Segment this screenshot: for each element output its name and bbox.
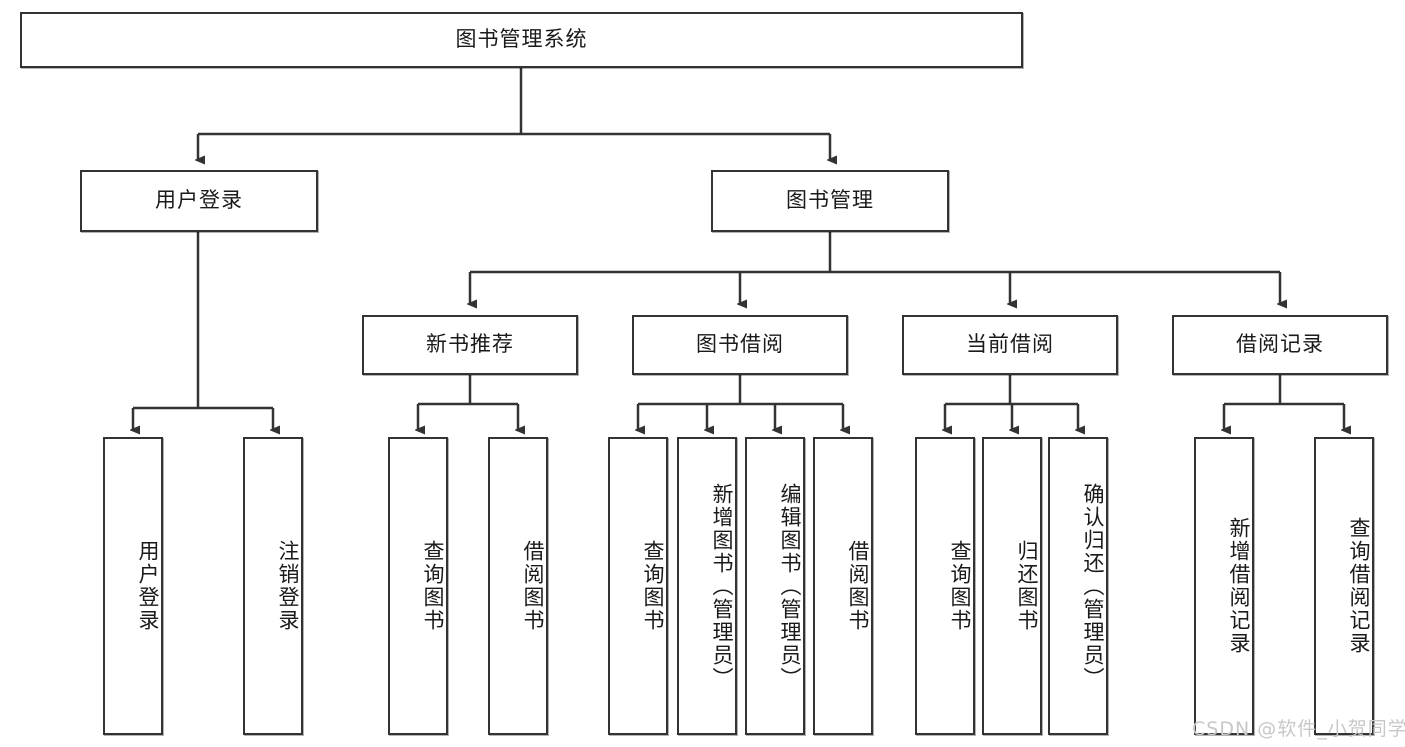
node-label: 借阅记录 [1236, 332, 1324, 357]
node-label: 确认归还（管理员） [1081, 482, 1105, 690]
node-current-borrowing[interactable]: 当前借阅 [902, 315, 1118, 375]
leaf-current-borrow-return-books[interactable]: 归还图书 [982, 437, 1042, 735]
node-label: 当前借阅 [966, 332, 1054, 357]
node-user-login[interactable]: 用户登录 [80, 170, 318, 232]
leaf-borrow-record-add-record[interactable]: 新增借阅记录 [1194, 437, 1254, 735]
node-label: 查询图书 [641, 540, 665, 632]
node-new-book-recommendation[interactable]: 新书推荐 [362, 315, 578, 375]
leaf-current-borrow-confirm-return-admin[interactable]: 确认归还（管理员） [1048, 437, 1108, 735]
node-book-management-system[interactable]: 图书管理系统 [20, 12, 1023, 68]
node-label: 注销登录 [276, 540, 300, 632]
leaf-borrow-record-query-record[interactable]: 查询借阅记录 [1314, 437, 1374, 735]
leaf-new-book-borrow-books[interactable]: 借阅图书 [488, 437, 548, 735]
node-label: 图书管理系统 [455, 27, 588, 52]
node-label: 新增借阅记录 [1227, 517, 1251, 655]
node-borrowing-record[interactable]: 借阅记录 [1172, 315, 1388, 375]
leaf-book-borrow-query-books[interactable]: 查询图书 [608, 437, 668, 735]
node-label: 借阅图书 [521, 540, 545, 632]
node-label: 图书管理 [786, 188, 874, 213]
node-label: 查询借阅记录 [1347, 517, 1371, 655]
leaf-user-login-login[interactable]: 用户登录 [103, 437, 163, 735]
node-label: 编辑图书（管理员） [778, 482, 802, 690]
leaf-current-borrow-query-books[interactable]: 查询图书 [915, 437, 975, 735]
node-label: 新增图书（管理员） [710, 482, 734, 690]
node-label: 借阅图书 [846, 540, 870, 632]
node-book-borrowing[interactable]: 图书借阅 [632, 315, 848, 375]
node-book-management[interactable]: 图书管理 [711, 170, 949, 232]
node-label: 图书借阅 [696, 332, 784, 357]
node-label: 用户登录 [136, 540, 160, 632]
node-label: 用户登录 [155, 188, 243, 213]
node-label: 查询图书 [948, 540, 972, 632]
leaf-book-borrow-add-book-admin[interactable]: 新增图书（管理员） [677, 437, 737, 735]
leaf-new-book-query-books[interactable]: 查询图书 [388, 437, 448, 735]
leaf-book-borrow-edit-book-admin[interactable]: 编辑图书（管理员） [745, 437, 805, 735]
node-label: 归还图书 [1015, 540, 1039, 632]
csdn-watermark: CSDN @软件_小贺同学 [1192, 718, 1405, 740]
node-label: 查询图书 [421, 540, 445, 632]
leaf-user-login-logout[interactable]: 注销登录 [243, 437, 303, 735]
node-label: 新书推荐 [426, 332, 514, 357]
leaf-book-borrow-borrow-books[interactable]: 借阅图书 [813, 437, 873, 735]
